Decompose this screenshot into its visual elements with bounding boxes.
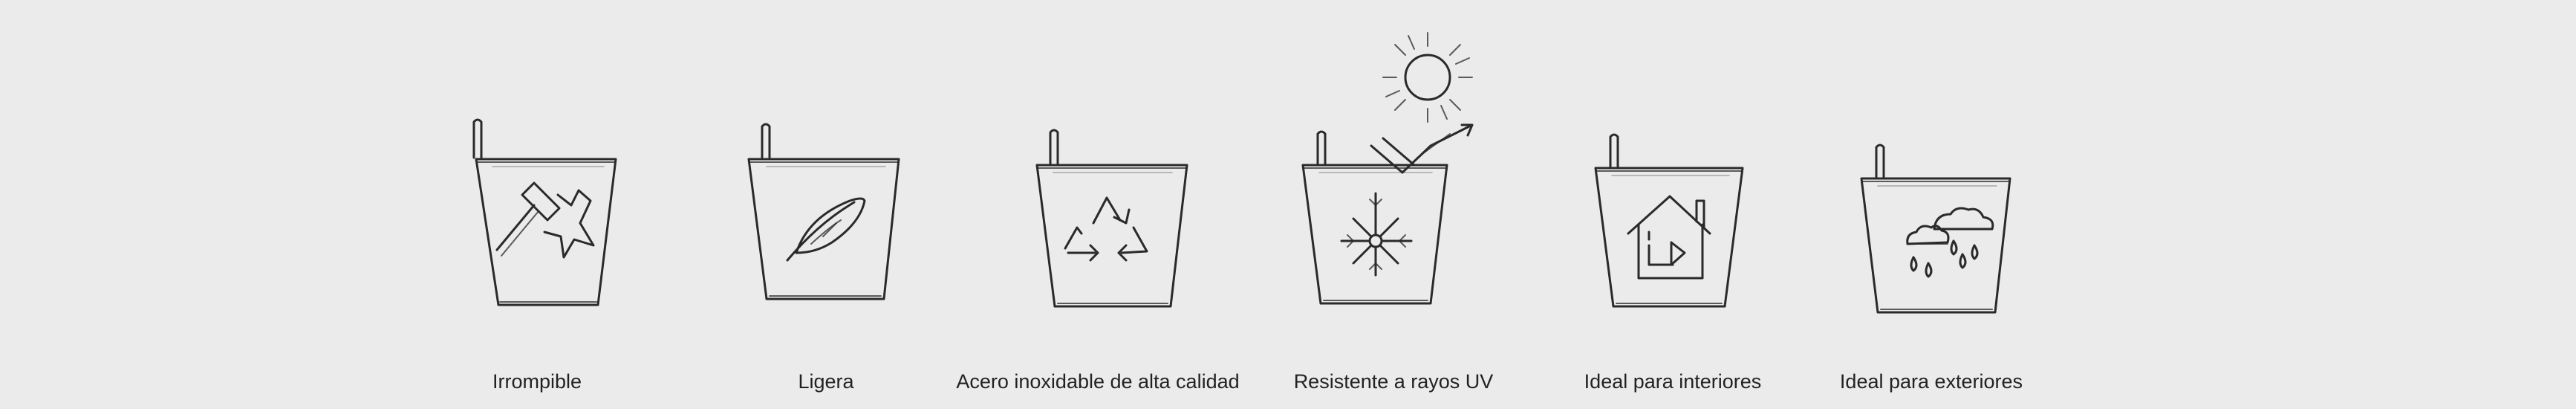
planter-pot-icon (1594, 133, 1744, 308)
uv-arrow-icon (1370, 123, 1474, 174)
hammer-break-icon (495, 181, 595, 259)
rain-cloud-icon (1906, 207, 1994, 278)
feature-acero-inoxidable: Acero inoxidable de alta calidad (949, 0, 1246, 409)
feature-label: Ideal para exteriores (1839, 370, 2023, 393)
feature-interiores: Ideal para interiores (1524, 0, 1821, 409)
feature-resistente-uv: Resistente a rayos UV (1245, 0, 1542, 409)
snowflake-icon (1340, 192, 1413, 277)
feature-label: Ligera (798, 370, 854, 393)
feature-exteriores: Ideal para exteriores (1783, 0, 2080, 409)
planter-pot-icon (1301, 32, 1474, 305)
planter-pot-icon (472, 118, 617, 306)
feature-label: Acero inoxidable de alta calidad (956, 370, 1240, 393)
feature-irrompible: Irrompible (388, 0, 686, 409)
feature-label: Irrompible (492, 370, 582, 393)
feature-label: Resistente a rayos UV (1293, 370, 1494, 393)
feature-label: Ideal para interiores (1584, 370, 1762, 393)
feather-icon (786, 197, 866, 262)
planter-pot-icon (747, 123, 900, 300)
planter-pot-icon (1035, 129, 1188, 308)
feature-ligera: Ligera (677, 0, 975, 409)
recycle-icon (1064, 196, 1148, 262)
house-arrow-icon (1627, 195, 1711, 280)
planter-pot-icon (1860, 144, 2011, 314)
sun-icon (1382, 32, 1473, 123)
